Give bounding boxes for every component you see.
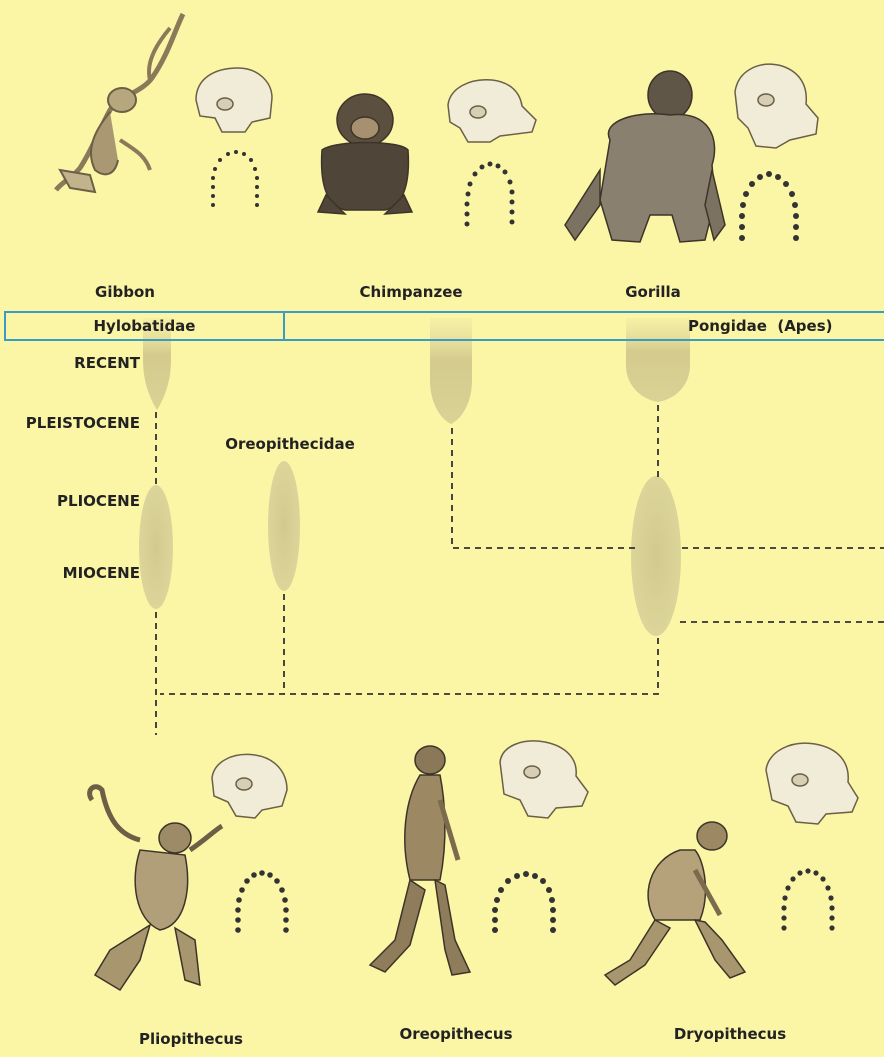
dryopithecus-illustration — [605, 822, 745, 985]
chimpanzee-dental-arch — [465, 162, 515, 227]
family-band-hylobatidae: Hylobatidae — [4, 311, 285, 341]
chimpanzee-skull — [448, 80, 536, 142]
epoch-label-recent: RECENT — [10, 354, 140, 372]
pliopithecus-illustration — [90, 787, 222, 990]
dryopithecus-dental-arch — [781, 868, 834, 930]
epoch-label-pliocene: PLIOCENE — [10, 492, 140, 510]
pliopithecus-skull — [212, 754, 287, 818]
oreopithecus-dental-arch — [492, 871, 556, 933]
species-label-chimpanzee: Chimpanzee — [359, 283, 462, 301]
dryopithecus-skull — [766, 743, 858, 824]
pliopithecus-lineage — [139, 485, 173, 609]
epoch-label-miocene: MIOCENE — [10, 564, 140, 582]
gibbon-skull — [196, 68, 272, 132]
species-label-pliopithecus: Pliopithecus — [139, 1030, 243, 1048]
species-label-gorilla: Gorilla — [625, 283, 681, 301]
family-label-hylobatidae: Hylobatidae — [6, 317, 283, 335]
gibbon-illustration — [56, 14, 183, 192]
species-label-oreopithecus: Oreopithecus — [399, 1025, 512, 1043]
gorilla-illustration — [565, 71, 725, 242]
chimpanzee-illustration — [318, 94, 412, 214]
species-label-dryopithecus: Dryopithecus — [674, 1025, 786, 1043]
gorilla-dental-arch — [739, 171, 799, 241]
species-label-gibbon: Gibbon — [95, 283, 155, 301]
oreopithecus-lineage — [268, 461, 300, 591]
gibbon-dental-arch — [211, 150, 259, 207]
epoch-label-pleistocene: PLEISTOCENE — [0, 414, 140, 432]
family-label-oreopithecidae: Oreopithecidae — [225, 435, 355, 453]
family-band-pongidae: Pongidae (Apes) — [283, 311, 884, 341]
pliopithecus-dental-arch — [235, 870, 289, 933]
dashed-connectors — [156, 405, 884, 735]
dryopithecus-lineage — [631, 476, 681, 636]
family-label-pongidae: Pongidae (Apes) — [688, 317, 833, 335]
oreopithecus-illustration — [370, 746, 470, 975]
gorilla-skull — [735, 64, 818, 148]
oreopithecus-skull — [500, 741, 588, 818]
